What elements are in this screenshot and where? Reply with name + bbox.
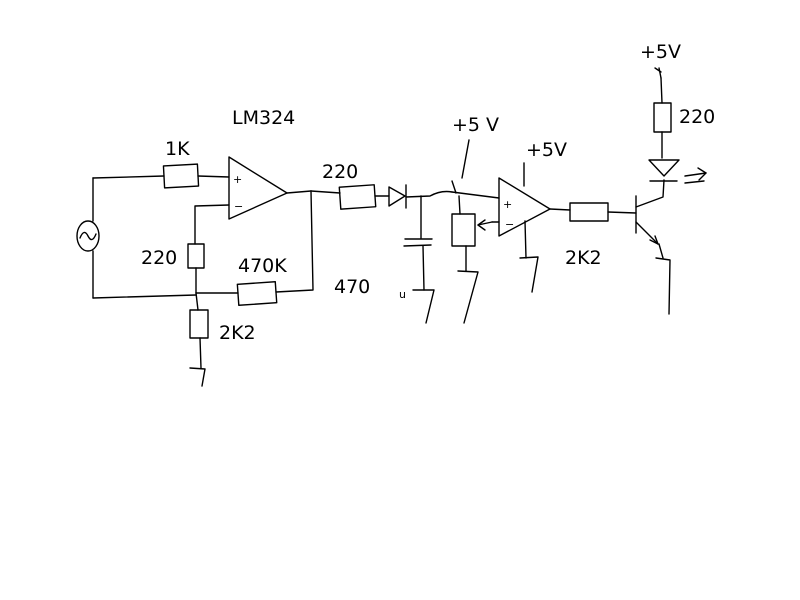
output-resistor-2	[569, 202, 637, 222]
opamp-2-supply-label: +5V	[526, 139, 567, 161]
npn-transistor	[635, 179, 671, 315]
svg-text:+: +	[503, 198, 512, 211]
capacitor	[403, 195, 435, 324]
svg-text:+: +	[233, 173, 242, 186]
led-supply-label: +5V	[640, 41, 681, 63]
ac-source	[76, 177, 100, 299]
ground-resistor-label: 2K2	[219, 322, 256, 344]
opamp-2: + −	[451, 162, 571, 293]
output-resistor-1	[310, 184, 390, 210]
led-branch	[648, 67, 707, 184]
capacitor-value-label: 470	[334, 276, 370, 298]
output-resistor-2-label: 2K2	[565, 247, 602, 269]
input-resistor-label: 1K	[165, 138, 190, 160]
led-resistor-label: 220	[679, 106, 715, 128]
opamp-1: + −	[228, 156, 312, 220]
pot-supply-label: +5 V	[452, 114, 499, 136]
svg-text:−: −	[234, 200, 243, 213]
input-resistor	[92, 163, 230, 189]
ground-resistor	[92, 292, 209, 387]
diode	[388, 184, 453, 209]
feedback-large-resistor-label: 470K	[238, 255, 287, 277]
feedback-network	[187, 190, 314, 306]
potentiometer	[451, 139, 493, 324]
capacitor-unit-label: u	[399, 288, 406, 301]
feedback-small-resistor-label: 220	[141, 247, 177, 269]
svg-text:−: −	[505, 218, 514, 231]
output-resistor-1-label: 220	[322, 161, 358, 183]
opamp-1-label: LM324	[232, 107, 295, 129]
